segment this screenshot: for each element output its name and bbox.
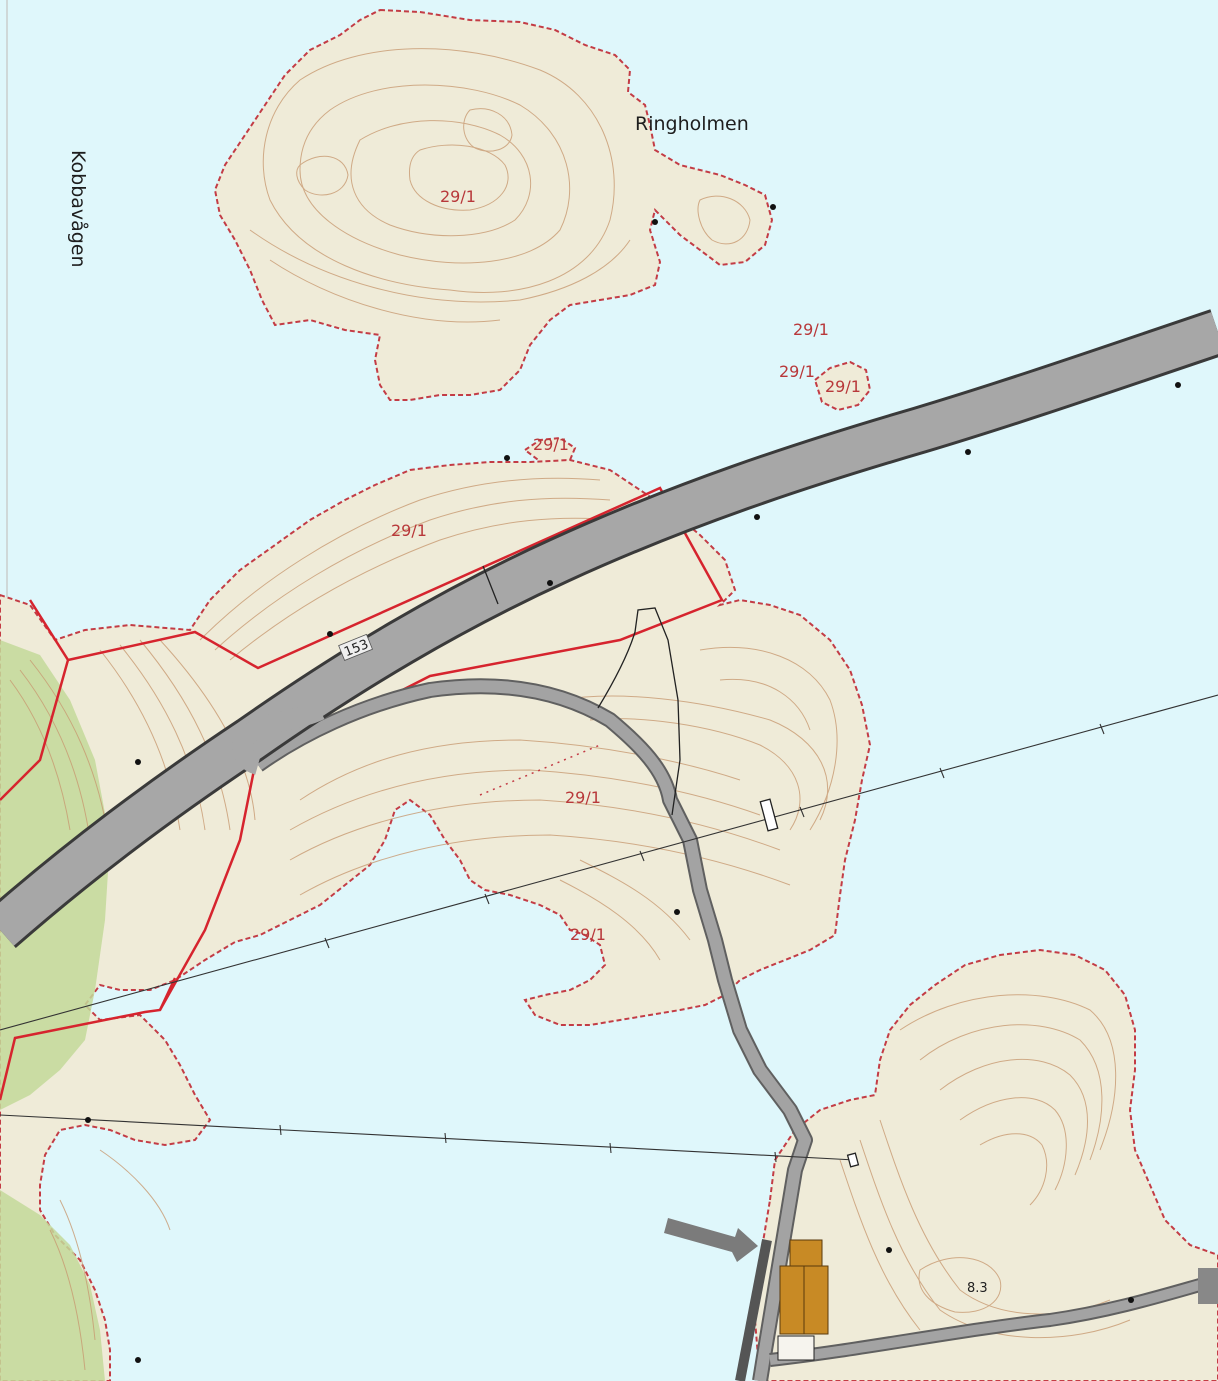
parcel-label: 29/1 — [570, 925, 606, 944]
paths — [482, 565, 681, 816]
structure-small-marker — [846, 1152, 860, 1168]
survey-points — [85, 204, 1181, 1363]
parcel-label: 29/1 — [779, 362, 815, 381]
pier — [735, 1239, 772, 1381]
parcel-label: 29/1 — [793, 320, 829, 339]
access-road-fill — [254, 680, 811, 1381]
islet-east — [813, 360, 872, 412]
place-label-kobbavagen: Kobbavågen — [67, 150, 90, 268]
power-line-north — [0, 694, 1218, 1031]
power-line-south — [0, 1114, 856, 1163]
road-junction — [232, 700, 325, 775]
parcel-label: 29/1 — [533, 435, 569, 454]
forest-area-southwest — [0, 1190, 105, 1381]
land-central — [0, 458, 872, 1381]
buildings — [777, 1239, 829, 1361]
place-label-ringholmen: Ringholmen — [635, 113, 749, 135]
dotted-boundary — [479, 744, 601, 796]
spot-height-label: 8.3 — [967, 1281, 988, 1296]
parcel-label: 29/1 — [825, 377, 861, 396]
islet-north — [523, 436, 577, 467]
pier-east — [1198, 1268, 1218, 1304]
parcel-label: 29/1 — [440, 187, 476, 206]
island-southeast — [753, 948, 1218, 1381]
structure-small-mast — [759, 798, 779, 832]
parcel-label: 29/1 — [565, 788, 601, 807]
main-road-153-fill — [0, 312, 1218, 946]
island-ringholmen — [213, 8, 774, 401]
road-east-fill — [769, 1275, 1218, 1365]
contour-lines — [9, 48, 1131, 1371]
arrow-right-icon — [664, 1218, 758, 1262]
parcel-label: 29/1 — [391, 521, 427, 540]
